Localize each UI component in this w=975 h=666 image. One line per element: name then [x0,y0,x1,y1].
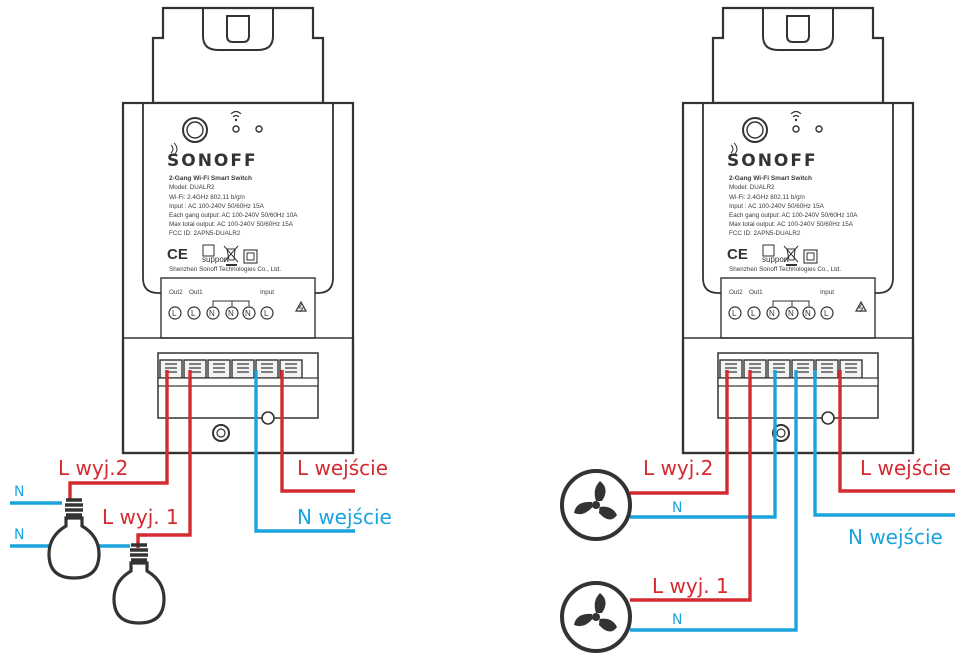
manufacturer: Shenzhen Sonoff Technologies Co., Ltd. [169,266,281,273]
label-neutral-right-1: N [672,500,682,516]
terminal-label: L [824,309,829,318]
ce-mark: CE [727,246,748,263]
wire-neutral-load1-right [630,370,798,632]
spec-line: Wi-Fi: 2.4GHz 802.11 b/g/n [169,194,245,201]
terminal-label: N [788,309,794,318]
terminal-label: L [751,309,756,318]
terminal-label: N [209,309,215,318]
model-title: 2-Gang Wi-Fi Smart Switch [729,175,812,182]
terminal-label: L [172,309,177,318]
terminal-label: L [264,309,269,318]
wire-live-out1-right [630,370,752,602]
spec-line: Each gang output: AC 100-240V 50/60Hz 10… [729,212,858,219]
wire-live-out2-right [630,370,729,495]
label-neutral-left-1: N [14,484,24,500]
spec-line: Model: DUALR2 [169,184,215,191]
spec-line: Max total output: AC 100-240V 50/60Hz 15… [729,221,854,228]
terminal-label: L [732,309,737,318]
label-neutral-left-2: N [14,527,24,543]
terminal-group-out1: Out1 [749,289,763,296]
terminal-label: L [191,309,196,318]
terminal-label: N [769,309,775,318]
brand-logo: SONOFF [727,151,818,171]
spec-line: Each gang output: AC 100-240V 50/60Hz 10… [169,212,298,219]
terminal-group-out1: Out1 [189,289,203,296]
label-out1-right: L wyj. 1 [652,574,729,598]
bulb-icon [112,543,166,625]
spec-line: Model: DUALR2 [729,184,775,191]
terminal-label: N [245,309,251,318]
wire-neutral-load2-right [630,370,777,519]
label-input-n-left: N wejście [297,505,392,529]
terminal-group-input: Input [820,289,834,296]
label-out2-left: L wyj.2 [58,456,128,480]
spec-line: Wi-Fi: 2.4GHz 802.11 b/g/n [729,194,805,201]
label-out1-left: L wyj. 1 [102,505,179,529]
fan-icon [560,469,632,541]
support-label: support [762,255,789,264]
sonoff-device-right: SONOFF 2-Gang Wi-Fi Smart Switch Model: … [681,6,915,455]
spec-line: Input : AC 100-240V 50/60Hz 15A [169,203,265,210]
wire-neutral-input-right [813,370,955,517]
fan-icon [560,581,632,653]
model-title: 2-Gang Wi-Fi Smart Switch [169,175,252,182]
ce-mark: CE [167,246,188,263]
terminal-label: N [805,309,811,318]
wire-neutral-input-left [254,370,355,533]
terminal-label: N [228,309,234,318]
label-out2-right: L wyj.2 [643,456,713,480]
spec-line: Input : AC 100-240V 50/60Hz 15A [729,203,825,210]
wire-live-out1-left [136,370,192,548]
support-label: support [202,255,229,264]
brand-logo: SONOFF [167,151,258,171]
wire-live-out2-left [68,370,169,500]
terminal-group-input: Input [260,289,274,296]
manufacturer: Shenzhen Sonoff Technologies Co., Ltd. [729,266,841,273]
terminal-group-out2: Out2 [729,289,743,296]
sonoff-device-left: SONOFF 2-Gang Wi-Fi Smart Switch Model: … [121,6,355,455]
wire-live-input-left [280,370,355,493]
spec-line: FCC ID: 2APN5-DUALR2 [729,230,801,237]
label-input-l-left: L wejście [297,456,388,480]
spec-line: Max total output: AC 100-240V 50/60Hz 15… [169,221,294,228]
spec-line: FCC ID: 2APN5-DUALR2 [169,230,241,237]
bulb-icon [47,498,101,580]
label-neutral-right-2: N [672,612,682,628]
label-input-n-right: N wejście [848,525,943,549]
label-input-l-right: L wejście [860,456,951,480]
wire-live-input-right [838,370,955,493]
terminal-group-out2: Out2 [169,289,183,296]
